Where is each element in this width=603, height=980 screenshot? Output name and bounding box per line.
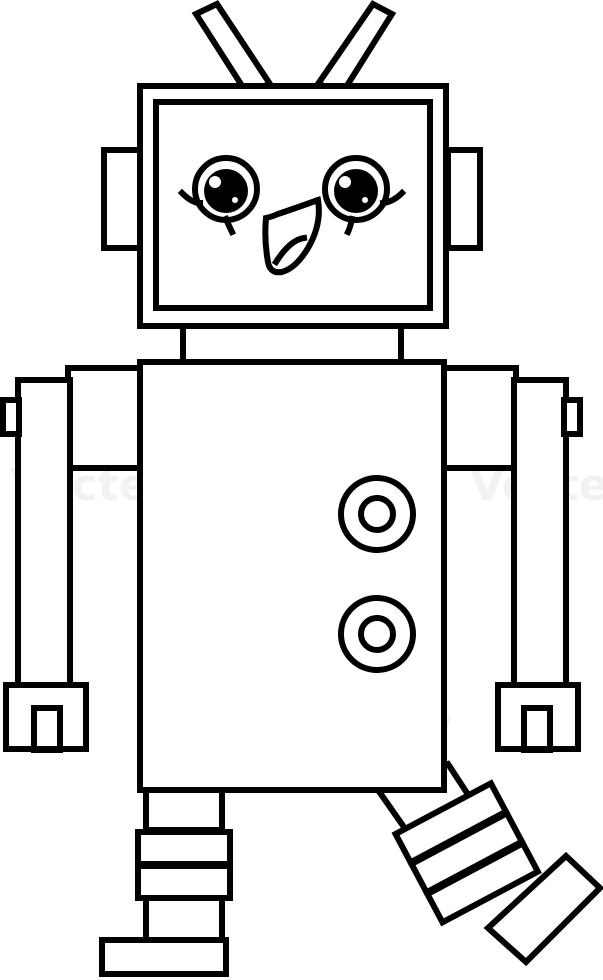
torso-body (137, 359, 447, 793)
lash-left (177, 188, 204, 207)
leg-left-band-1 (135, 829, 233, 867)
mouth-inner (271, 234, 308, 267)
leg-left-band-2 (135, 863, 233, 901)
ear-left (101, 147, 143, 251)
arm-left (0, 365, 143, 753)
hand-left (3, 682, 89, 752)
torso (137, 359, 447, 793)
shoulder-right (441, 365, 519, 471)
ear-right (445, 147, 483, 251)
lash-right (379, 188, 407, 207)
thigh-left (143, 787, 225, 833)
hand-right-gap (521, 705, 553, 753)
elbow-knob-left (0, 397, 22, 437)
eye-highlight-right (339, 176, 351, 188)
eye-highlight-right-small (362, 197, 368, 203)
leg-left (99, 787, 233, 977)
eye-highlight-left (209, 176, 221, 188)
arm-left-lower (15, 377, 73, 689)
leg-right (373, 760, 603, 967)
cheek-right (343, 215, 356, 237)
button-lower (338, 595, 416, 673)
face-screen (153, 99, 433, 311)
shin-left (143, 895, 225, 943)
button-upper-inner (358, 495, 396, 533)
shoulder-left (65, 365, 143, 471)
eye-highlight-left-small (232, 197, 238, 203)
leg-right-band-3 (423, 839, 542, 927)
button-lower-inner (358, 615, 396, 653)
elbow-knob-right (561, 397, 583, 437)
foot-left (99, 937, 229, 977)
foot-right (483, 851, 603, 967)
antennas (191, 0, 397, 96)
arm-right (441, 365, 583, 753)
pupil-left (204, 169, 248, 213)
cheek-left (222, 215, 237, 237)
neck (180, 322, 404, 366)
antenna-right (313, 0, 397, 96)
face (177, 155, 407, 276)
arm-right-lower (511, 377, 569, 689)
pupil-right (334, 169, 378, 213)
button-upper (338, 475, 416, 553)
hand-left-gap (31, 705, 63, 753)
antenna-left (191, 0, 275, 96)
leg-right-segments (391, 779, 542, 927)
hand-right (495, 682, 581, 752)
